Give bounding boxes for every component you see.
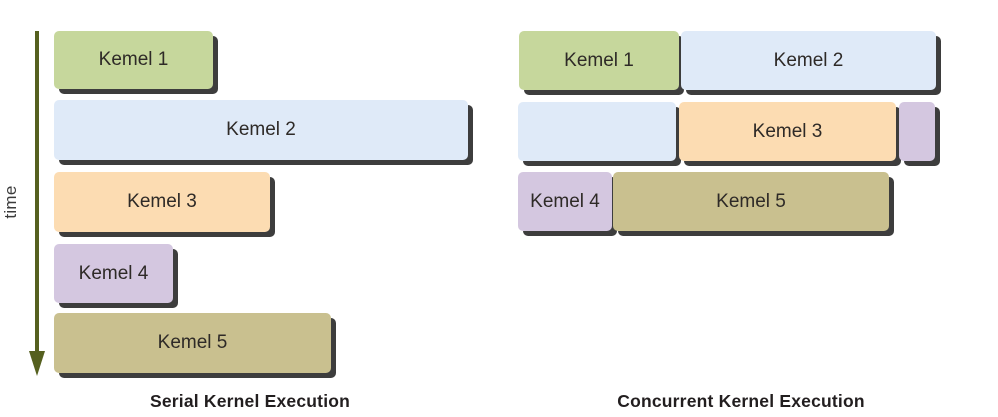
concurrent-kernel-4-box: Kemel 4 bbox=[518, 172, 612, 231]
concurrent-kernel-1-label: Kemel 1 bbox=[564, 49, 634, 71]
serial-kernel-5-label: Kemel 5 bbox=[157, 332, 228, 353]
serial-kernel-2-box: Kemel 2 bbox=[54, 100, 468, 160]
concurrent-kernel-5-label: Kemel 5 bbox=[716, 190, 786, 212]
serial-kernel-1-label: Kemel 1 bbox=[98, 49, 169, 70]
time-axis-line bbox=[35, 31, 39, 353]
concurrent-kernel-3-label: Kemel 3 bbox=[752, 120, 823, 142]
concurrent-panel-caption: Concurrent Kernel Execution bbox=[617, 391, 865, 411]
concurrent-kernel-2-label: Kemel 2 bbox=[773, 49, 844, 71]
serial-kernel-5-box: Kemel 5 bbox=[54, 313, 331, 373]
serial-kernel-3-label: Kemel 3 bbox=[127, 191, 197, 212]
concurrent-kernel-2-continuation-box bbox=[518, 102, 676, 161]
concurrent-kernel-2-box: Kemel 2 bbox=[681, 31, 936, 90]
serial-kernel-2-label: Kemel 2 bbox=[226, 119, 296, 140]
serial-kernel-3-box: Kemel 3 bbox=[54, 172, 270, 232]
concurrent-kernel-3-box: Kemel 3 bbox=[679, 102, 896, 161]
concurrent-kernel-5-box: Kemel 5 bbox=[613, 172, 889, 231]
time-axis-label: time bbox=[1, 185, 20, 219]
serial-panel-caption: Serial Kernel Execution bbox=[149, 391, 351, 411]
concurrent-purple-sliver-box bbox=[899, 102, 935, 161]
serial-kernel-4-label: Kemel 4 bbox=[78, 262, 149, 284]
time-axis-arrowhead-icon bbox=[29, 351, 45, 376]
concurrent-kernel-1-box: Kemel 1 bbox=[519, 31, 679, 90]
serial-kernel-1-box: Kemel 1 bbox=[54, 31, 213, 89]
serial-kernel-4-box: Kemel 4 bbox=[54, 244, 173, 303]
concurrent-kernel-4-label: Kemel 4 bbox=[530, 190, 600, 212]
